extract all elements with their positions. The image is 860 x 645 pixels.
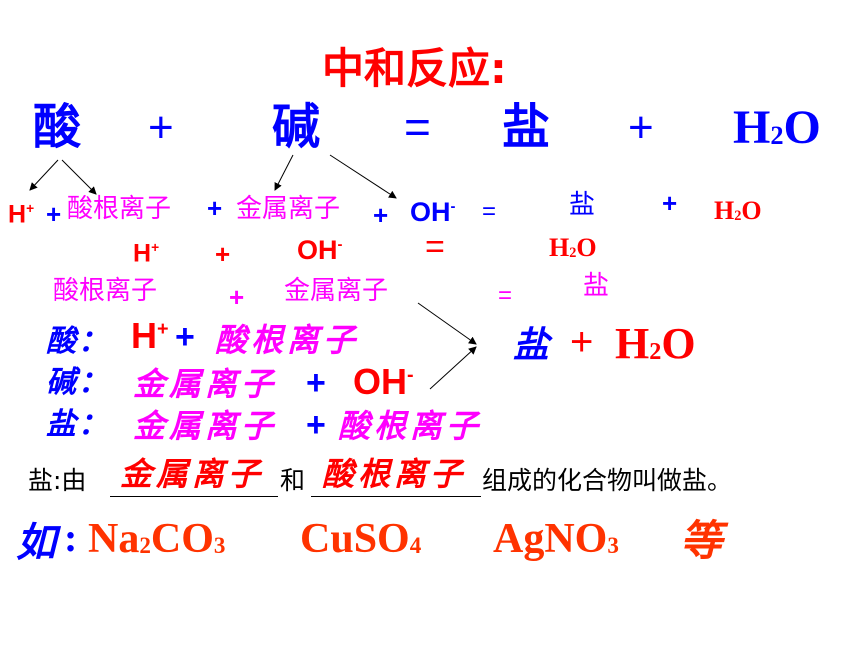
answer-acid-radical: 酸根离子 [322,455,467,493]
acid-radical-ion: 酸根离子 [215,321,360,359]
hydroxide-ion: OH- [297,235,343,265]
plus-sign: + [306,406,326,444]
water-formula: H2O [615,319,696,368]
metal-ion: 金属离子 [133,407,278,445]
plus-sign: + [570,320,594,364]
plus-sign: + [215,239,231,269]
acid-radical-ion: 酸根离子 [338,407,483,445]
hydrogen-ion: H+ [8,200,35,229]
plus-sign: + [207,193,223,223]
salt-word: 盐 [513,324,554,366]
plus-sign: + [628,103,654,152]
salt-word: 盐 [502,99,551,155]
page-title: 中和反应: [322,44,507,93]
acid-word: 酸 [33,99,82,155]
water-formula: H2O [549,233,597,262]
blank-underline [311,496,481,497]
hydroxide-ion: OH- [353,361,414,402]
example-agno3: AgNO3 [493,516,619,562]
salt-word: 盐 [569,190,596,220]
plus-sign: + [175,318,195,356]
arrow-line [29,159,59,191]
arrow-line [429,346,477,390]
blank-underline [110,496,278,497]
hydroxide-ion: OH- [410,197,456,227]
plus-sign: + [662,188,678,218]
example-na2co3: Na2CO3 [88,516,226,562]
water-formula: H2O [714,196,762,225]
metal-ion: 金属离子 [133,365,278,403]
definition-middle: 和 [280,466,306,495]
arrow-line [329,154,397,199]
water-formula: H2O [733,101,821,154]
base-word: 碱 [272,99,321,155]
arrow-line [274,154,294,191]
arrow-line [61,159,97,195]
plus-sign: + [373,200,389,230]
example-colon: : [64,515,78,560]
hydrogen-ion: H+ [131,315,169,356]
definition-suffix: 组成的化合物叫做盐。 [482,466,733,495]
acid-radical-ion: 酸根离子 [67,194,172,224]
example-etc: 等 [680,516,727,565]
hydrogen-ion: H+ [133,239,160,268]
base-label: 碱： [46,365,110,400]
equals-sign: = [498,282,513,309]
salt-word: 盐 [583,271,610,301]
acid-label: 酸： [46,324,110,359]
arrow-line [417,302,477,345]
metal-ion: 金属离子 [236,194,341,224]
definition-prefix: 盐:由 [28,466,87,495]
equals-sign: = [482,198,497,225]
equals-sign: = [425,228,445,266]
plus-sign: + [46,199,62,229]
acid-radical-ion: 酸根离子 [53,276,158,306]
salt-label: 盐： [46,407,110,442]
metal-ion: 金属离子 [284,276,389,306]
answer-metal-ion: 金属离子 [120,455,265,493]
example-cuso4: CuSO4 [300,516,422,562]
plus-sign: + [229,282,245,312]
example-label: 如 [16,519,60,566]
plus-sign: + [148,103,174,152]
plus-sign: + [306,364,326,402]
equals-sign: = [404,101,431,153]
